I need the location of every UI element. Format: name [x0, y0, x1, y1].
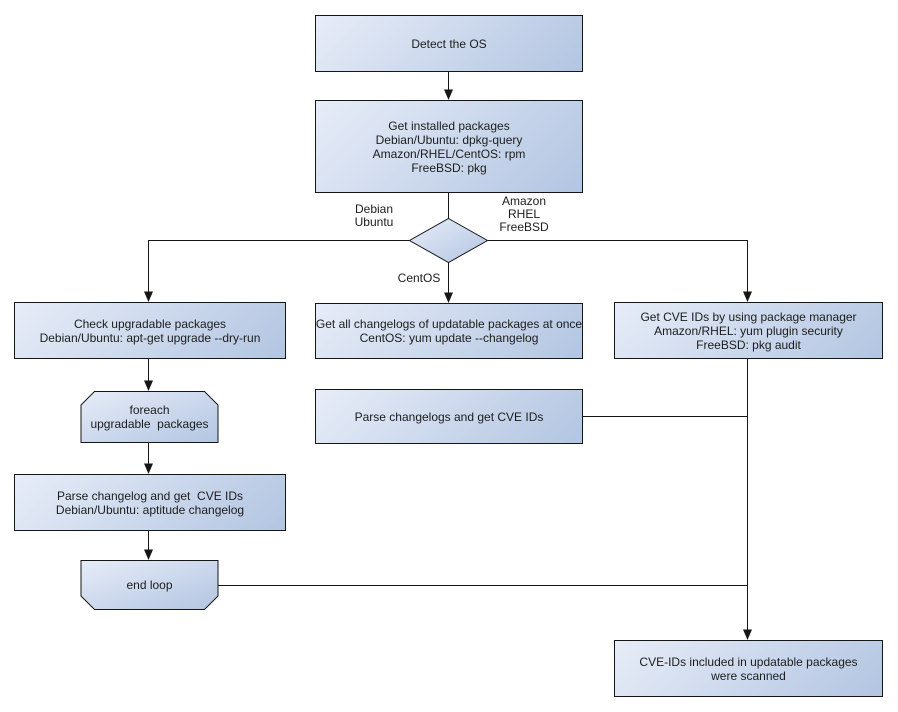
edge-label-line: Amazon	[501, 194, 547, 208]
node-text-line: Detect the OS	[411, 36, 487, 51]
edge-label-line: Debian	[354, 202, 394, 216]
node-text-line: FreeBSD: pkg audit	[696, 337, 801, 352]
node-end-loop: end loop	[81, 561, 218, 608]
node-check-upgradable-packages: Check upgradable packages Debian/Ubuntu:…	[14, 302, 286, 359]
node-get-cve-ids-pkg-manager: Get CVE IDs by using package manager Ama…	[614, 302, 883, 359]
node-text-line: Parse changelog and get CVE IDs	[56, 488, 244, 503]
arrowhead-foreach	[144, 380, 153, 391]
node-text-line: CentOS: yum update --changelog	[359, 331, 539, 345]
arrowhead-cve-right	[743, 291, 752, 302]
node-text-line: CVE-IDs included in updatable packages	[639, 654, 858, 669]
node-detect-os: Detect the OS	[315, 15, 583, 72]
node-text-line: Parse changelogs and get CVE IDs	[354, 409, 544, 424]
node-text-line: Amazon/RHEL: yum plugin security	[654, 323, 843, 338]
node-text-line: end loop	[126, 577, 173, 592]
node-text-line: Get all changelogs of updatable packages…	[315, 317, 583, 331]
arrowhead-check	[144, 291, 153, 302]
connector-decision-to-check	[148, 240, 410, 293]
node-text-line: Debian/Ubuntu: apt-get upgrade --dry-run	[39, 330, 261, 345]
os-decision-diamond	[408, 217, 489, 264]
node-text-line: Amazon/RHEL/CentOS: rpm	[372, 146, 526, 161]
node-text-line: Check upgradable packages	[73, 316, 227, 331]
node-text-line: FreeBSD: pkg	[411, 160, 487, 175]
node-parse-changelogs-centos: Parse changelogs and get CVE IDs	[315, 389, 583, 444]
node-parse-changelog-debian: Parse changelog and get CVE IDs Debian/U…	[14, 474, 286, 531]
edge-label-line: FreeBSD	[499, 220, 549, 234]
edge-label-line: CentOS	[397, 271, 441, 285]
foreach-loop-shape	[80, 391, 219, 443]
arrowhead-endloop	[144, 549, 153, 560]
node-text-line: Debian/Ubuntu: aptitude changelog	[55, 502, 245, 517]
arrowhead-parse-left	[144, 463, 153, 474]
connector-decision-to-cve-right	[487, 240, 748, 293]
node-text-line: Get CVE IDs by using package manager	[640, 309, 857, 324]
arrowhead-result	[743, 629, 752, 640]
end-loop-shape	[80, 560, 219, 610]
node-text-line: Get installed packages	[388, 118, 510, 133]
node-text-line: foreach	[129, 403, 170, 417]
node-foreach-loop: foreach upgradable packages	[81, 392, 218, 442]
edge-label-centos: CentOS	[394, 272, 444, 285]
arrowhead-getall	[444, 292, 453, 303]
node-get-installed-packages: Get installed packages Debian/Ubuntu: dp…	[315, 100, 583, 193]
edge-label-line: Ubuntu	[354, 215, 394, 229]
edge-label-amazon-rhel-freebsd: Amazon RHEL FreeBSD	[488, 195, 560, 234]
node-text-line: Debian/Ubuntu: dpkg-query	[375, 132, 523, 147]
arrowhead-installed	[444, 89, 453, 100]
node-text-line: upgradable packages	[90, 417, 209, 431]
node-scan-result: CVE-IDs included in updatable packages w…	[614, 640, 883, 697]
node-text-line: were scanned	[711, 668, 786, 683]
node-get-all-changelogs: Get all changelogs of updatable packages…	[315, 303, 583, 359]
edge-label-line: RHEL	[507, 207, 540, 221]
edge-label-debian-ubuntu: Debian Ubuntu	[338, 203, 410, 229]
